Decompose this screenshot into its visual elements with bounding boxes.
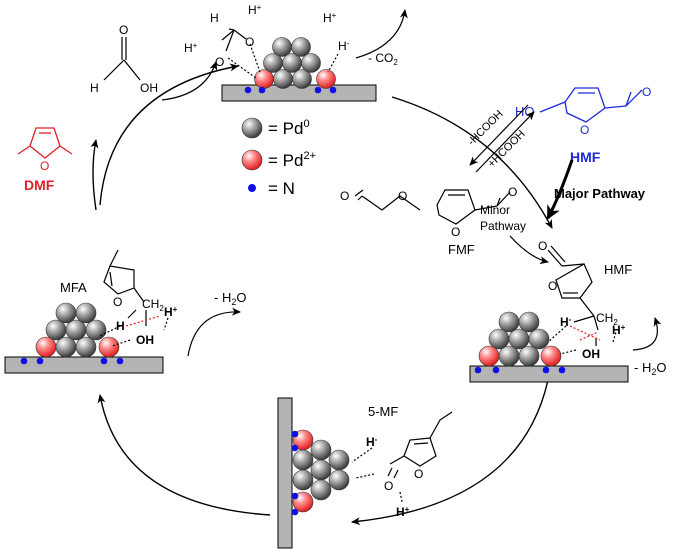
top-hplus-1: H+ <box>248 3 262 17</box>
top-catalyst: O O H H+ H+ H- - CO2 <box>210 3 408 102</box>
arrow-top-to-right <box>391 96 553 229</box>
formic-acid <box>103 37 141 81</box>
legend-pd2-label: = Pd2+ <box>268 150 316 170</box>
hmf-molecule <box>539 87 643 123</box>
mf-ring-o: O <box>414 467 423 481</box>
adsorbed-hmf-label: HMF <box>604 262 632 277</box>
formic-h: H <box>90 81 99 95</box>
top-nanoparticle <box>254 37 336 89</box>
ads-hminus: H- <box>560 315 572 329</box>
mfa-ch2: CH2 <box>142 297 164 313</box>
arrow-left-to-dmf <box>90 139 99 211</box>
left-nanoparticle <box>35 302 120 358</box>
top-co2-arrow <box>355 9 408 59</box>
fmf-label: FMF <box>448 242 475 257</box>
mf-label: 5-MF <box>368 404 398 419</box>
arrow-bottom-to-left <box>97 394 271 516</box>
mf-carbonyl-o: O <box>384 479 393 493</box>
legend-n-dot <box>248 184 256 192</box>
formic-o: O <box>119 23 128 37</box>
adsorbed-hmf <box>547 245 617 355</box>
ads-ring-o: O <box>548 279 557 293</box>
hmf-ring-o: O <box>580 123 589 137</box>
bottom-surface <box>277 397 293 549</box>
left-surface <box>4 356 164 374</box>
left-water-arrow <box>187 307 241 357</box>
mfa-ring-o: O <box>113 295 122 309</box>
hmf-label: HMF <box>570 149 601 165</box>
mf-hplus: H+ <box>396 505 410 519</box>
bottom-catalyst: 5-MF O O H- H+ <box>277 397 453 549</box>
left-n-sites <box>20 357 124 365</box>
arrow-right-to-bottom <box>351 379 549 526</box>
top-hplus-2: H+ <box>323 11 337 25</box>
legend-pd0-label: = Pd0 <box>268 118 310 138</box>
right-n-sites <box>474 366 566 374</box>
mfa-hplus: H+ <box>164 305 178 319</box>
ads-oh: OH <box>582 347 600 361</box>
hplus-near-formic: H+ <box>184 41 198 55</box>
minus-hcooh: -HCOOH <box>466 108 506 148</box>
hmf-ho: HO <box>515 104 535 119</box>
dmf-o: O <box>40 159 49 173</box>
left-minus-h2o: - H2O <box>214 290 246 307</box>
top-n-sites <box>244 86 337 94</box>
hcooh-equilibrium <box>469 104 535 173</box>
bottom-n-sites <box>291 430 299 516</box>
mfa-oh: OH <box>136 333 154 347</box>
top-formate-o2: O <box>215 55 224 69</box>
adsorbed-5mf <box>351 411 453 503</box>
top-hminus: H- <box>338 39 350 53</box>
top-formate-o1: O <box>245 35 254 49</box>
fmf-o3: O <box>451 225 460 239</box>
legend-pd0-ball <box>241 117 263 139</box>
left-catalyst: MFA O CH2 H H+ OH - H2O <box>4 249 246 374</box>
mfa-h: H <box>116 319 125 333</box>
ads-ald-o: O <box>538 239 547 253</box>
plus-hcooh: +HCOOH <box>486 128 528 170</box>
legend-n-label: = N <box>268 179 295 198</box>
mfa-label: MFA <box>60 280 87 295</box>
top-h: H <box>210 11 219 25</box>
right-nanoparticle <box>478 311 562 367</box>
legend: = Pd0 = Pd2+ = N <box>241 117 316 198</box>
arrow-left-to-top <box>99 63 239 206</box>
fmf-o2: O <box>398 189 407 203</box>
cycle-arrows <box>90 63 553 526</box>
h-plus-arrow <box>161 61 218 101</box>
minor-pathway-1: Minor <box>480 203 510 217</box>
hmf-ald-o: O <box>642 85 651 99</box>
top-formate <box>221 28 339 79</box>
dmf-label: DMF <box>24 177 55 193</box>
major-pathway-label: Major Pathway <box>554 186 646 201</box>
bottom-nanoparticle <box>292 429 350 513</box>
adsorbed-mfa <box>99 249 169 347</box>
minor-pathway-arrow <box>509 235 549 265</box>
ads-hplus: H+ <box>612 323 626 337</box>
legend-pd2-ball <box>241 149 263 171</box>
ads-ch2: CH2 <box>596 311 618 327</box>
right-water-arrow <box>632 317 662 351</box>
dmf-molecule <box>17 127 73 159</box>
right-minus-h2o: - H2O <box>634 360 666 377</box>
top-co2-label: - CO2 <box>368 51 398 67</box>
fmf-o1: O <box>340 189 349 203</box>
formic-oh: OH <box>140 81 158 95</box>
fmf-molecule <box>354 189 511 225</box>
major-pathway-arrow <box>546 159 574 220</box>
mf-hminus: H- <box>366 435 378 449</box>
right-catalyst: O O HMF CH2 H- H+ OH - H2O <box>469 239 666 383</box>
minor-pathway-2: Pathway <box>480 219 526 233</box>
fmf-o4: O <box>508 185 517 199</box>
